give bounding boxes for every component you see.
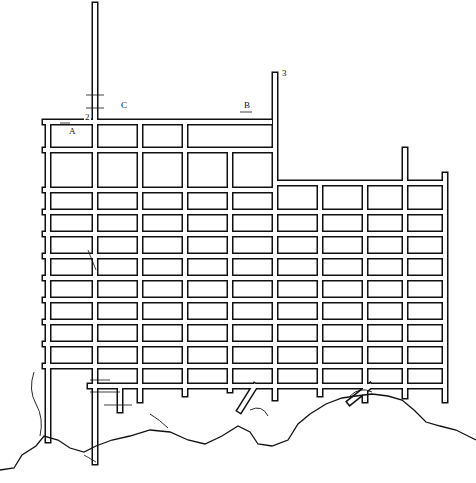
callout-letter: A xyxy=(68,126,77,136)
tunnel-path xyxy=(45,5,445,462)
callout-letter: 3 xyxy=(281,68,288,78)
ground-line xyxy=(0,394,476,470)
tunnel-walls xyxy=(45,5,445,462)
detail-marks xyxy=(60,95,252,462)
callout-letter: 2 xyxy=(84,112,91,122)
tunnel-path xyxy=(45,5,445,462)
callout-letter: C xyxy=(120,100,128,110)
callout-letter: B xyxy=(243,100,251,110)
tunnel-interior xyxy=(45,5,445,462)
rock-outline xyxy=(31,372,372,436)
